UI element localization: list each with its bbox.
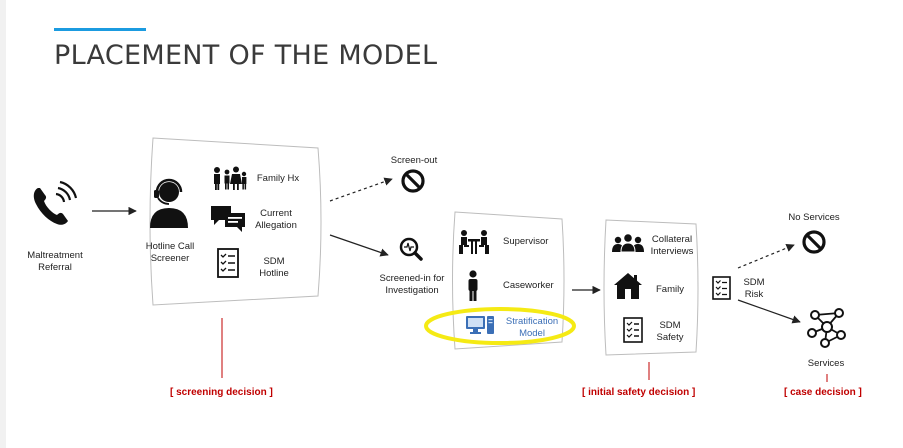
screener-item-family-line1: Family Hx [256, 173, 300, 184]
risk-label-line1: SDM [743, 277, 765, 288]
prohibited-icon-screen-out [401, 169, 425, 193]
model-highlight-ellipse [424, 307, 576, 345]
screen-out-label: Screen-out [390, 155, 438, 166]
title-accent-bar [54, 28, 146, 31]
referral-label-line2: Referral [38, 262, 72, 273]
investigation-item-supervisor: Supervisor [503, 236, 549, 247]
safety-item-sdm-safety-line2: Safety [656, 332, 684, 343]
prohibited-icon-no-services [802, 230, 826, 254]
investigation-item-model-line1: Stratification [505, 316, 559, 327]
safety-item-collateral-line1: Collateral [651, 234, 693, 245]
investigation-item-caseworker: Caseworker [503, 280, 554, 291]
family-icon [214, 166, 247, 190]
investigation-item-model-line2: Model [519, 328, 545, 339]
safety-item-collateral-line2: Interviews [650, 246, 694, 257]
screened-in-label-line1: Screened-in for [379, 273, 445, 284]
person-icon [468, 270, 478, 301]
screened-in-label-line2: Investigation [385, 285, 439, 296]
chat-icon [211, 206, 245, 232]
risk-label: SDM Risk [738, 277, 770, 301]
checklist-icon-safety [623, 317, 643, 343]
slide-title: PLACEMENT OF THE MODEL [54, 40, 438, 71]
group-icon [612, 234, 644, 253]
checklist-icon-risk [712, 276, 731, 300]
arrow-to-screened-in [329, 234, 389, 257]
screener-label: Hotline Call Screener [136, 241, 204, 265]
safety-item-family: Family [656, 284, 684, 295]
risk-label-line2: Risk [744, 289, 764, 300]
initial-safety-decision-label: [ initial safety decision ] [582, 387, 696, 398]
screener-item-sdm-hotline-line2: Hotline [259, 268, 289, 279]
referral-label-line1: Maltreatment [27, 250, 83, 261]
screener-item-sdm-hotline: SDM Hotline [246, 256, 302, 280]
arrow-to-screen-out [329, 177, 393, 202]
magnifier-icon [399, 237, 423, 261]
screener-item-sdm-hotline-line1: SDM [263, 256, 285, 267]
phone-icon [33, 180, 78, 225]
screening-decision-label: [ screening decision ] [170, 387, 273, 398]
no-services-label: No Services [788, 212, 840, 223]
screener-item-allegation-line2: Allegation [255, 220, 297, 231]
investigation-item-model: Stratification Model [500, 316, 564, 340]
screener-item-family: Family Hx [250, 173, 306, 185]
screener-item-allegation-line1: Current [260, 208, 292, 219]
headset-person-icon [150, 178, 188, 228]
services-label: Services [807, 358, 845, 369]
safety-item-collateral: Collateral Interviews [646, 234, 698, 258]
screener-label-line1: Hotline Call [145, 241, 195, 252]
screened-in-label: Screened-in for Investigation [374, 273, 450, 297]
house-icon [614, 273, 642, 299]
arrow-to-services [737, 299, 801, 324]
referral-label: Maltreatment Referral [20, 250, 90, 274]
screener-label-line2: Screener [150, 253, 190, 264]
left-edge-shade [0, 0, 6, 448]
case-decision-label: [ case decision ] [784, 387, 862, 398]
network-icon [807, 308, 846, 348]
safety-item-sdm-safety-line1: SDM [659, 320, 681, 331]
screener-item-allegation: Current Allegation [248, 208, 304, 232]
checklist-icon-hotline [217, 248, 239, 278]
safety-item-sdm-safety: SDM Safety [648, 320, 692, 344]
arrow-to-no-services [737, 243, 795, 269]
computer-icon [466, 316, 494, 334]
meeting-icon [459, 230, 489, 254]
